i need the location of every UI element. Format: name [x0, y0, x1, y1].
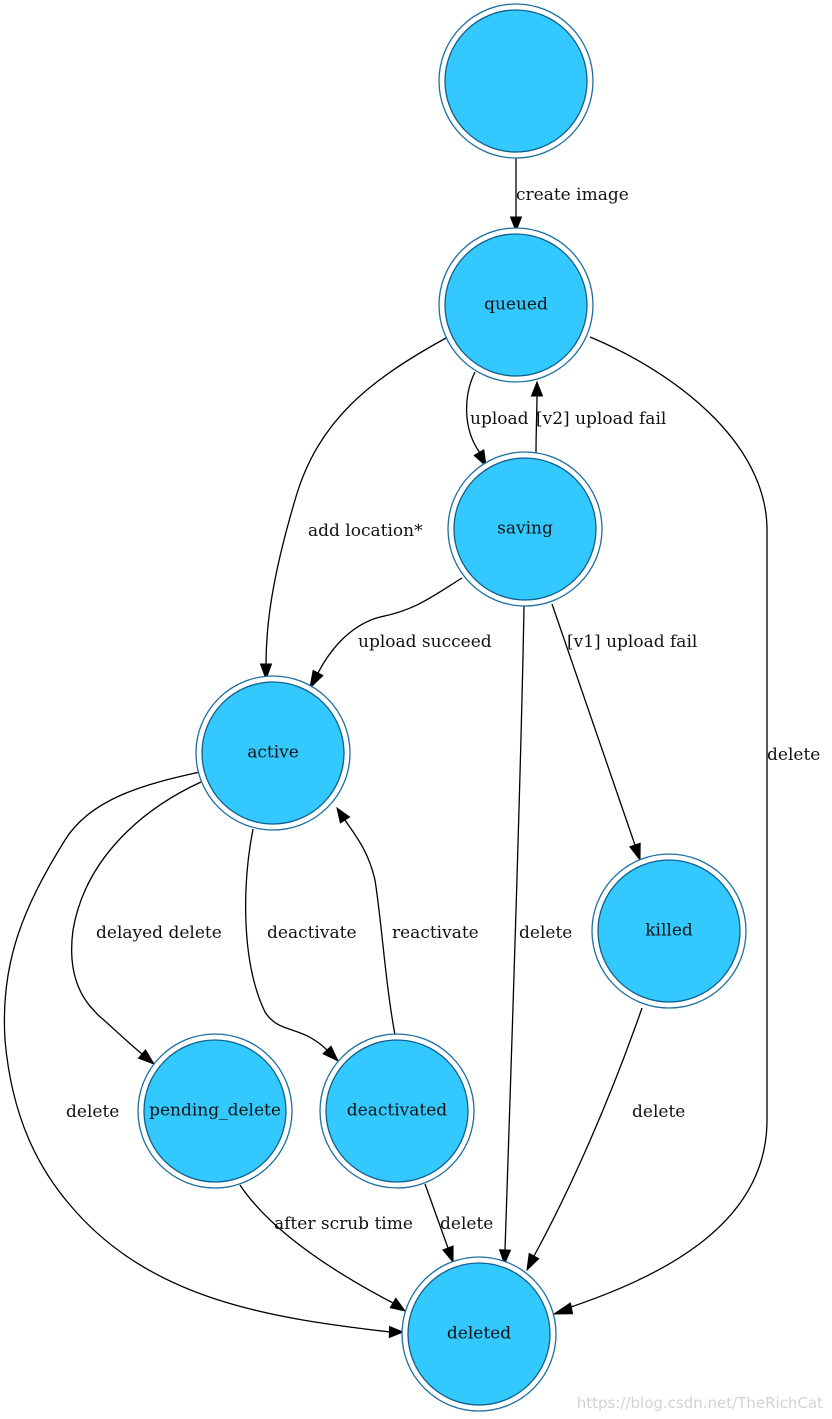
edge-label-deactivate: deactivate — [267, 923, 357, 943]
edge-label-delete-saving: delete — [519, 923, 572, 943]
node-queued[interactable]: queued — [438, 227, 594, 383]
node-start-circle — [444, 9, 588, 153]
edge-deactivated-active — [344, 819, 396, 1036]
edge-label-v2-upload-fail: [v2] upload fail — [536, 409, 666, 429]
node-deactivated-circle — [325, 1039, 469, 1183]
edge-label-add-location: add location* — [308, 521, 423, 541]
node-deleted-circle — [407, 1262, 551, 1406]
arrowhead-icon — [473, 448, 487, 468]
edge-queued-deleted — [567, 336, 768, 1309]
node-saving-label: saving — [497, 519, 553, 539]
edge-label-upload-succeed: upload succeed — [358, 632, 492, 652]
edge-saving-queued — [535, 394, 538, 456]
edge-saving-deleted — [504, 605, 525, 1251]
node-deleted-label: deleted — [447, 1324, 511, 1344]
arrowhead-icon — [628, 842, 641, 862]
edge-labels: create image upload [v2] upload fail add… — [66, 185, 820, 1234]
edge-label-upload: upload — [470, 409, 529, 429]
node-start[interactable] — [438, 3, 594, 159]
node-saving-circle — [453, 457, 597, 601]
edge-label-v1-upload-fail: [v1] upload fail — [567, 632, 697, 652]
edge-active-deactivated — [245, 828, 328, 1051]
arrowhead-icon — [388, 1325, 405, 1339]
arrowhead-icon — [309, 669, 324, 690]
arrowhead-icon — [389, 1297, 407, 1312]
node-saving[interactable]: saving — [447, 451, 603, 607]
nodes: queued saving active killed pending_dele… — [137, 3, 747, 1412]
edge-active-pending-delete — [71, 781, 202, 1055]
node-active-label: active — [247, 743, 299, 763]
edge-label-after-scrub-time: after scrub time — [274, 1214, 413, 1234]
node-killed-label: killed — [645, 921, 693, 941]
arrowhead-icon — [530, 380, 544, 397]
arrowhead-icon — [322, 1045, 340, 1063]
edge-saving-killed — [551, 603, 636, 846]
node-active[interactable]: active — [195, 675, 351, 831]
node-pending-delete-label: pending_delete — [149, 1101, 281, 1121]
edge-deactivated-deleted — [424, 1183, 449, 1249]
edge-active-deleted — [3, 771, 391, 1333]
arrowhead-icon — [442, 1245, 454, 1264]
edge-label-delete-queued: delete — [767, 745, 820, 765]
edge-saving-active — [317, 577, 463, 674]
node-deactivated[interactable]: deactivated — [319, 1033, 475, 1189]
node-killed[interactable]: killed — [591, 853, 747, 1009]
arrowhead-icon — [526, 1252, 540, 1272]
arrowhead-icon — [498, 1249, 512, 1266]
arrowhead-icon — [259, 663, 273, 681]
edge-pending-deleted — [239, 1184, 394, 1304]
edge-label-delete-deactivated: delete — [440, 1214, 493, 1234]
arrowhead-icon — [336, 806, 351, 824]
node-pending-delete[interactable]: pending_delete — [137, 1033, 293, 1189]
arrowhead-icon — [509, 216, 523, 233]
node-active-circle — [201, 681, 345, 825]
node-pending-delete-circle — [143, 1039, 287, 1183]
node-deleted[interactable]: deleted — [401, 1256, 557, 1412]
edge-queued-active — [265, 337, 447, 666]
node-queued-label: queued — [484, 295, 548, 315]
arrowhead-icon — [137, 1048, 156, 1065]
node-deactivated-label: deactivated — [347, 1101, 447, 1121]
watermark-text: https://blog.csdn.net/TheRichCat — [577, 1394, 823, 1412]
edge-killed-deleted — [533, 1007, 643, 1257]
node-killed-circle — [597, 859, 741, 1003]
edge-label-reactivate: reactivate — [392, 923, 479, 943]
edge-label-create-image: create image — [516, 185, 629, 205]
arrowhead-icon — [552, 1302, 574, 1315]
edge-label-delayed-delete: delayed delete — [96, 923, 222, 943]
edge-label-delete-active: delete — [66, 1102, 119, 1122]
node-queued-circle — [444, 233, 588, 377]
edge-queued-saving — [465, 371, 481, 454]
edge-label-delete-killed: delete — [632, 1102, 685, 1122]
edges — [3, 156, 768, 1339]
